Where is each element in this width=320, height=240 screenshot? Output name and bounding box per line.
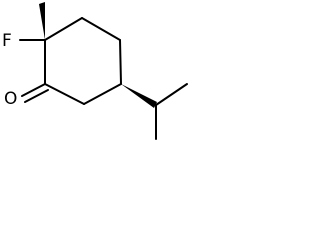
fluorine-atom-label: F xyxy=(2,31,12,51)
structure-canvas: F O xyxy=(0,0,190,142)
ring-bond-c5-c6 xyxy=(44,83,85,105)
isopropyl-wedge-bond xyxy=(121,84,157,108)
carbonyl-bond-2 xyxy=(24,89,49,103)
ring-bond-c1-c2 xyxy=(44,17,83,41)
oxygen-atom-label: O xyxy=(4,89,17,109)
carbonyl-bond-1 xyxy=(21,83,46,97)
ring-bond-c3-c4 xyxy=(119,39,122,85)
methyl-wedge-bond xyxy=(39,2,45,40)
ring-bond-c2-c3 xyxy=(81,17,121,41)
molecule-structure: F O xyxy=(2,2,188,140)
ring-bond-c4-c5 xyxy=(83,83,122,105)
isopropyl-bond-up xyxy=(155,83,188,106)
